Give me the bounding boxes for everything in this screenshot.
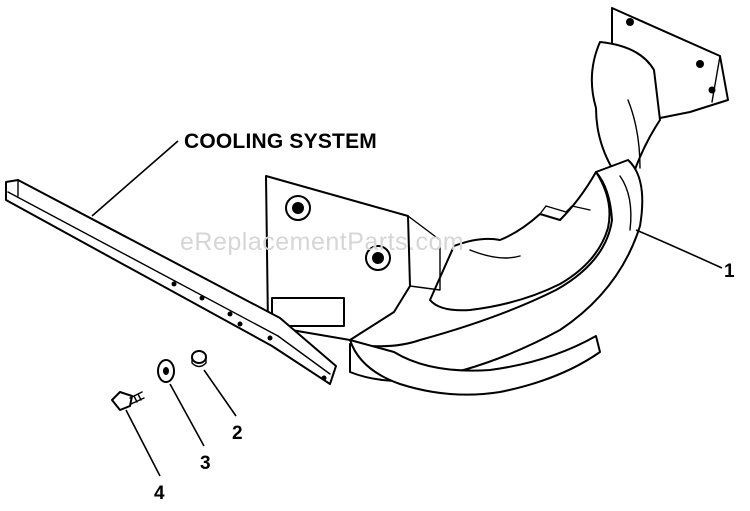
callout-1: 1 <box>724 261 735 282</box>
callout-4: 4 <box>154 483 165 504</box>
lower-bowl <box>349 335 601 396</box>
washer-part-3 <box>157 359 175 383</box>
callout-4-leader <box>125 409 161 477</box>
callout-1-leader <box>635 229 723 269</box>
title-leader-line <box>91 140 179 217</box>
bolt-part-4 <box>111 391 145 411</box>
callout-2-leader <box>203 369 237 417</box>
inner-scroll-wall <box>429 171 611 312</box>
callout-3-leader <box>169 383 205 447</box>
baffle-strip-body <box>5 179 337 385</box>
callout-2: 2 <box>232 423 243 444</box>
callout-3: 3 <box>200 453 211 474</box>
watermark-text: eReplacementParts.com <box>180 228 464 256</box>
diagram-title: COOLING SYSTEM <box>184 130 377 153</box>
spacer-part-2 <box>191 350 207 368</box>
baffle-strip <box>5 179 337 385</box>
blower-housing-part-1 <box>265 7 729 396</box>
